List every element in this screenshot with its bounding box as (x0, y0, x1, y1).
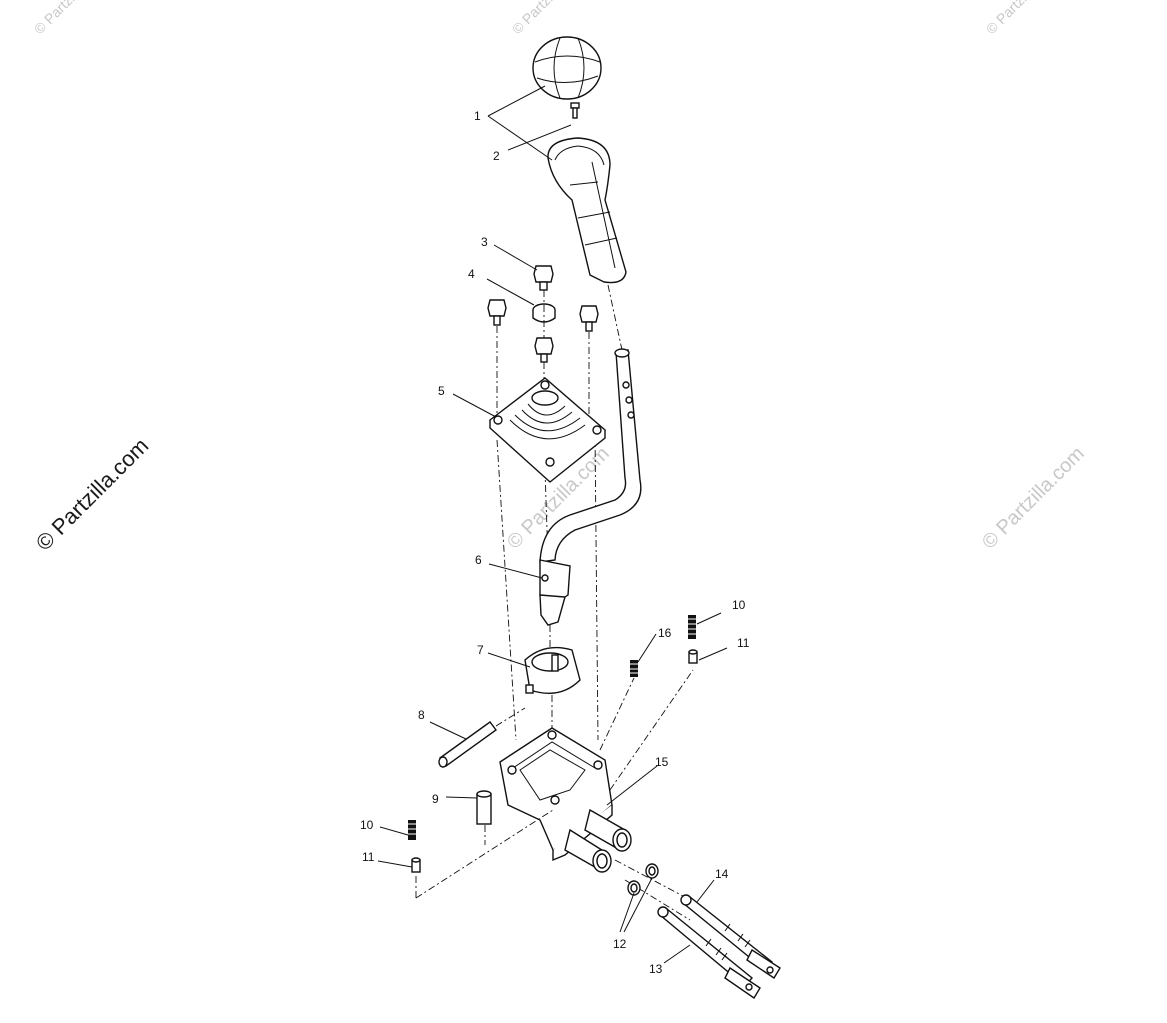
shift-rod-part-13 (657, 906, 761, 999)
shift-lever-part-6 (539, 348, 642, 626)
watermark-top-left: © Partzilla.com (31, 0, 109, 37)
callout-15: 15 (655, 755, 669, 769)
callout-labels: 1 2 3 4 5 6 7 8 9 10 11 10 11 16 15 14 1… (360, 109, 750, 976)
shifter-housing-part-15 (499, 727, 632, 873)
orings-part-12 (627, 863, 659, 896)
centerline-pin (495, 707, 526, 727)
shift-knob-top (532, 36, 602, 100)
callout-10-right: 10 (732, 598, 746, 612)
leader-lines (377, 85, 728, 964)
shift-knob-body (547, 137, 627, 284)
callout-13: 13 (649, 962, 663, 976)
bolt-lower (534, 337, 554, 363)
callout-1: 1 (474, 109, 481, 123)
centerline-knob-lever (607, 284, 623, 351)
plunger-part-11-left (411, 857, 421, 873)
callout-5: 5 (438, 384, 445, 398)
callout-7: 7 (477, 643, 484, 657)
watermark-top-right: © Partzilla.com (983, 0, 1061, 37)
spring-part-16 (630, 660, 638, 677)
pin-part-8 (438, 721, 497, 768)
bolt-left (487, 299, 507, 326)
callout-12: 12 (613, 937, 627, 951)
boot-plate-part-5 (488, 377, 607, 483)
plunger-part-11-right (688, 649, 698, 664)
callout-6: 6 (475, 553, 482, 567)
screw-part-2 (570, 102, 580, 119)
callout-8: 8 (418, 708, 425, 722)
pivot-housing-part-7 (524, 646, 581, 694)
bolt-part-3 (533, 265, 554, 291)
watermark-right: © Partzilla.com (978, 443, 1089, 554)
bolt-right (579, 305, 599, 332)
watermark-main: © Partzilla.com (31, 433, 154, 556)
callout-9: 9 (432, 792, 439, 806)
shift-rod-part-14 (680, 894, 781, 979)
watermark-top-center: © Partzilla.com (509, 0, 587, 37)
callout-11-right: 11 (737, 636, 750, 650)
callout-16: 16 (658, 626, 672, 640)
callout-2: 2 (493, 149, 500, 163)
callout-11-left: 11 (362, 850, 375, 864)
callout-14: 14 (715, 867, 729, 881)
callout-3: 3 (481, 235, 488, 249)
dowel-part-9 (476, 790, 492, 825)
callout-4: 4 (468, 267, 475, 281)
spring-part-10-right (688, 615, 696, 639)
callout-10-left: 10 (360, 818, 374, 832)
spring-part-10-left (408, 820, 416, 840)
